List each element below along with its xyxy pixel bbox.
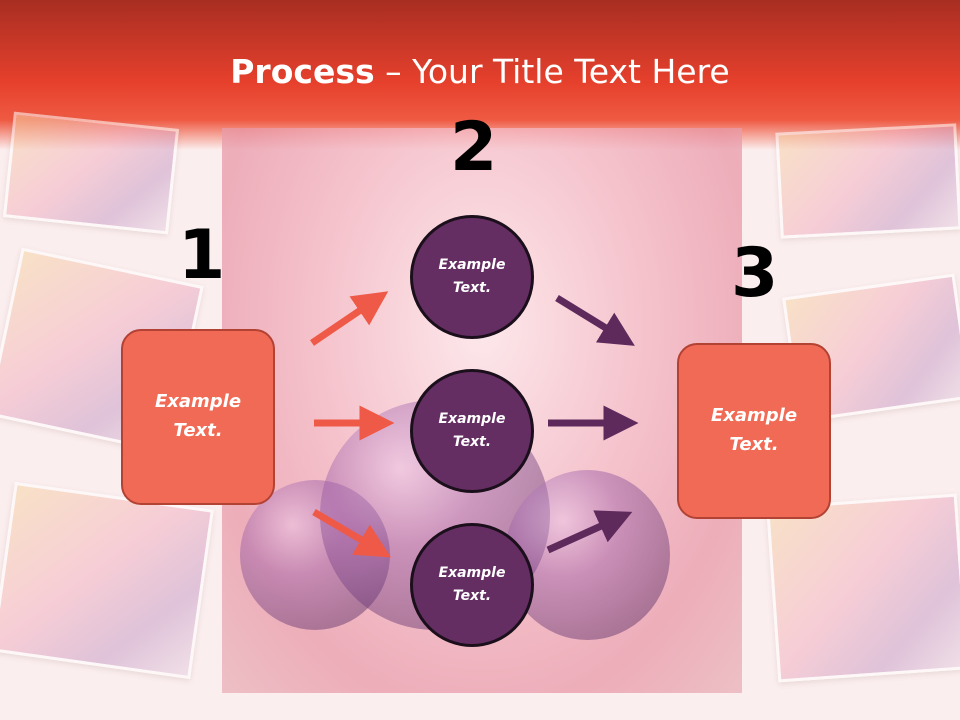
- step-3-box[interactable]: Example Text.: [677, 343, 831, 519]
- arrow-to-bottom-circle: [312, 508, 392, 558]
- title-rest: – Your Title Text Here: [374, 52, 730, 91]
- arrow-from-bottom-circle: [546, 510, 633, 554]
- step-3-text: Example Text.: [710, 405, 798, 455]
- step-2-circle-bottom[interactable]: Example Text.: [410, 523, 534, 647]
- circle-top-text: Example Text.: [438, 256, 506, 296]
- arrow-from-top-circle: [555, 295, 635, 346]
- step-number-1: 1: [178, 216, 226, 295]
- step-number-3: 3: [731, 234, 779, 313]
- arrow-to-top-circle: [310, 291, 389, 346]
- ornament-ball-3: [505, 470, 670, 640]
- step-1-box[interactable]: Example Text.: [121, 329, 275, 505]
- step-2-circle-top[interactable]: Example Text.: [410, 215, 534, 339]
- title-bar: [0, 0, 960, 150]
- step-2-circle-middle[interactable]: Example Text.: [410, 369, 534, 493]
- step-number-2: 2: [450, 108, 498, 187]
- circle-bottom-text: Example Text.: [438, 564, 506, 604]
- title-bold: Process: [230, 52, 375, 91]
- slide-title[interactable]: Process – Your Title Text Here: [0, 52, 960, 91]
- step-1-text: Example Text.: [154, 391, 242, 441]
- circle-middle-text: Example Text.: [438, 410, 506, 450]
